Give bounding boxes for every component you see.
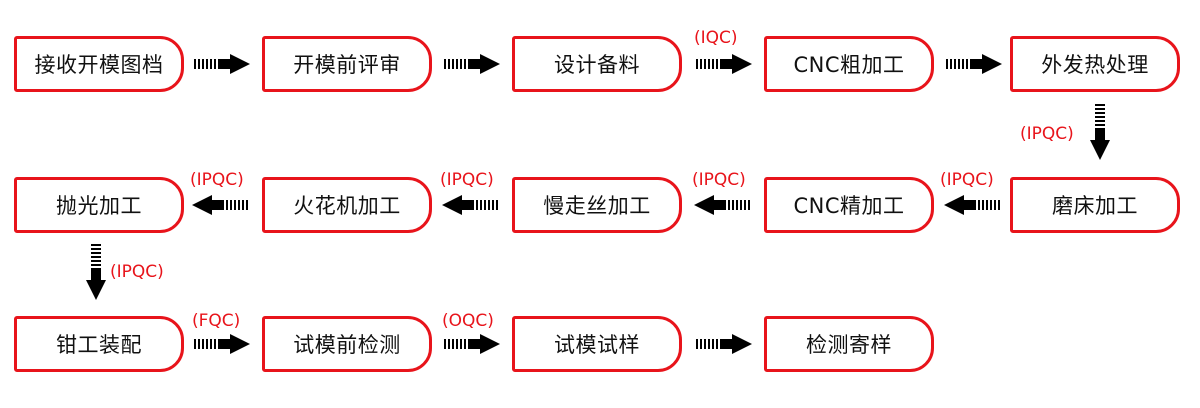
arrow-down [86,244,106,300]
arrow-left [192,195,248,215]
qc-label: (IPQC) [1020,124,1074,144]
node-slow-wire-cutting: 慢走丝加工 [512,177,682,233]
node-polishing: 抛光加工 [14,177,184,233]
node-label: 钳工装配 [56,333,142,357]
node-label: 磨床加工 [1052,194,1138,218]
qc-label: (OQC) [442,311,494,331]
node-design-material-prep: 设计备料 [512,36,682,92]
qc-label: (FQC) [192,311,241,331]
node-label: 慢走丝加工 [543,194,651,218]
node-cnc-rough-machining: CNC粗加工 [764,36,934,92]
node-label: 试模试样 [554,333,640,357]
arrow-left [694,195,750,215]
node-label: 试模前检测 [293,333,401,357]
node-receive-mold-drawings: 接收开模图档 [14,36,184,92]
arrow-down [1090,104,1110,160]
node-fitter-assembly: 钳工装配 [14,316,184,372]
node-outsourced-heat-treatment: 外发热处理 [1010,36,1180,92]
qc-label: (IPQC) [692,170,746,190]
qc-label: (IPQC) [940,170,994,190]
node-label: 开模前评审 [293,53,401,77]
arrow-left [944,195,1000,215]
arrow-right [194,54,250,74]
node-label: 外发热处理 [1041,53,1149,77]
arrow-left [442,195,498,215]
node-grinding: 磨床加工 [1010,177,1180,233]
arrow-right [696,334,752,354]
node-trial-molding-sampling: 试模试样 [512,316,682,372]
qc-label: (IQC) [694,28,738,48]
node-pre-mold-review: 开模前评审 [262,36,432,92]
node-inspect-send-samples: 检测寄样 [764,316,934,372]
arrow-right [194,334,250,354]
qc-label: (IPQC) [190,170,244,190]
qc-label: (IPQC) [440,170,494,190]
node-label: 抛光加工 [56,194,142,218]
node-label: 设计备料 [554,53,640,77]
node-cnc-finish-machining: CNC精加工 [764,177,934,233]
arrow-right [444,54,500,74]
node-edm-machining: 火花机加工 [262,177,432,233]
node-label: 火花机加工 [293,194,401,218]
node-label: 检测寄样 [806,333,892,357]
arrow-right [696,54,752,74]
node-label: CNC粗加工 [793,53,905,77]
qc-label: (IPQC) [110,262,164,282]
node-pre-trial-inspection: 试模前检测 [262,316,432,372]
node-label: CNC精加工 [793,194,905,218]
node-label: 接收开模图档 [34,53,164,77]
arrow-right [444,334,500,354]
arrow-right [946,54,1002,74]
